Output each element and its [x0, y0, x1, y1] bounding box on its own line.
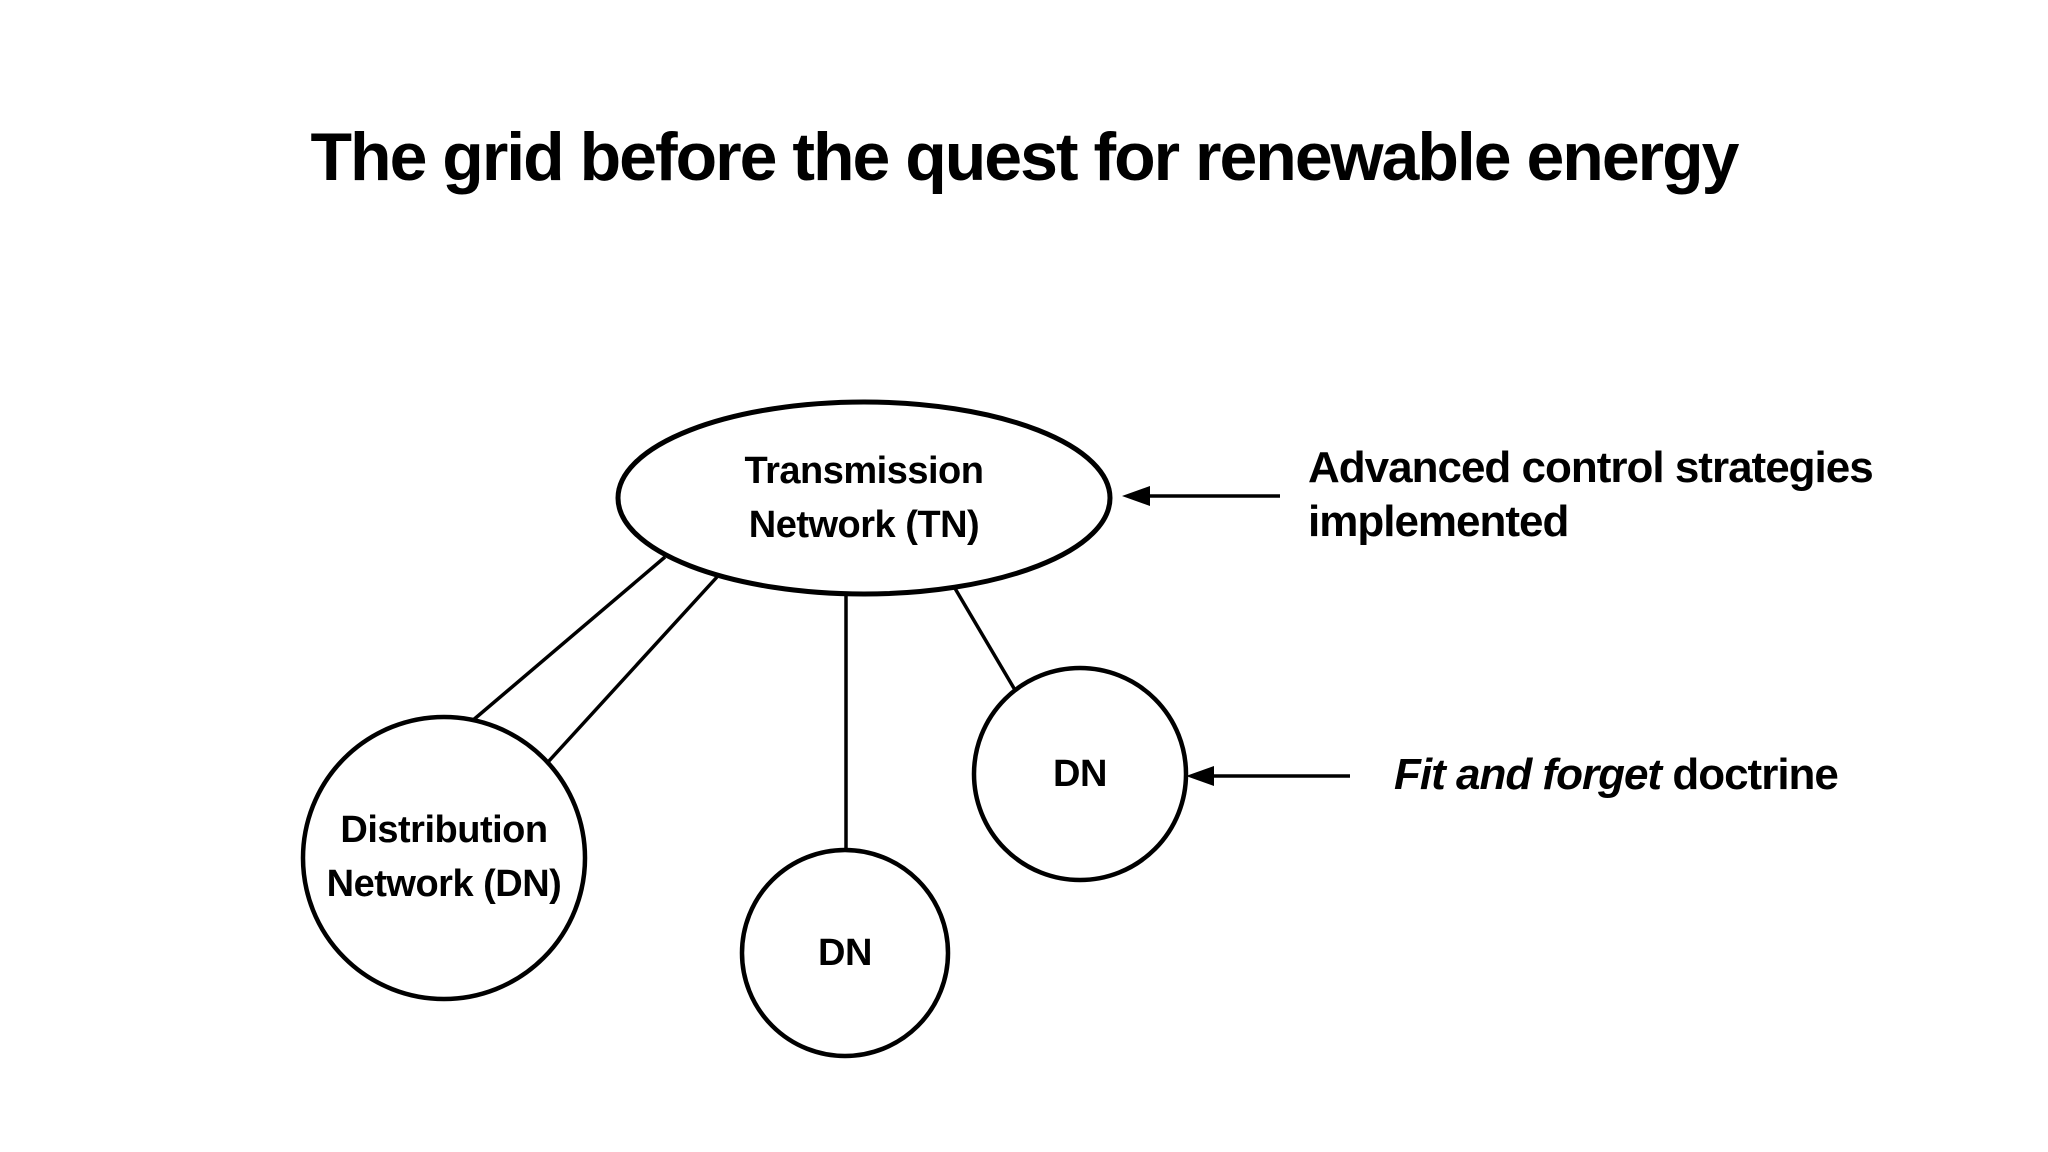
edge-tn-to-dn-left-2: [546, 575, 719, 764]
fit-and-forget-regular-text: doctrine: [1661, 750, 1839, 799]
distribution-network-right-label: DN: [1053, 753, 1107, 795]
edge-tn-to-dn-right: [951, 584, 1017, 691]
arrowhead-icon: [1122, 486, 1150, 506]
annotation-advanced-control-line2: implemented: [1308, 497, 1569, 546]
arrow-to-transmission-network: [1122, 486, 1280, 506]
distribution-network-right-circle: [971, 665, 1189, 883]
distribution-network-left-label-line1: Distribution: [340, 809, 548, 851]
annotation-advanced-control: Advanced control strategies implemented: [1308, 441, 1874, 549]
slide-title: The grid before the quest for renewable …: [310, 119, 1740, 195]
distribution-network-left-label-line2: Network (DN): [326, 863, 562, 905]
distribution-network-middle-label: DN: [818, 932, 872, 974]
annotation-fit-and-forget: Fit and forget doctrine: [1394, 748, 1839, 802]
arrowhead-icon: [1186, 766, 1214, 786]
transmission-network-label-line2: Network (TN): [748, 504, 980, 546]
transmission-network-ellipse: [615, 399, 1113, 597]
edge-tn-to-dn-left-1: [470, 555, 667, 723]
annotation-advanced-control-line1: Advanced control strategies: [1308, 443, 1874, 492]
distribution-network-left-circle: [300, 714, 588, 1002]
arrow-to-dn-right: [1186, 766, 1350, 786]
distribution-network-middle-circle: [739, 847, 951, 1059]
distribution-network-left-label: Distribution Network (DN): [244, 803, 644, 911]
fit-and-forget-italic-text: Fit and forget: [1394, 750, 1662, 799]
transmission-network-label: Transmission Network (TN): [614, 444, 1114, 552]
transmission-network-label-line1: Transmission: [744, 450, 984, 492]
